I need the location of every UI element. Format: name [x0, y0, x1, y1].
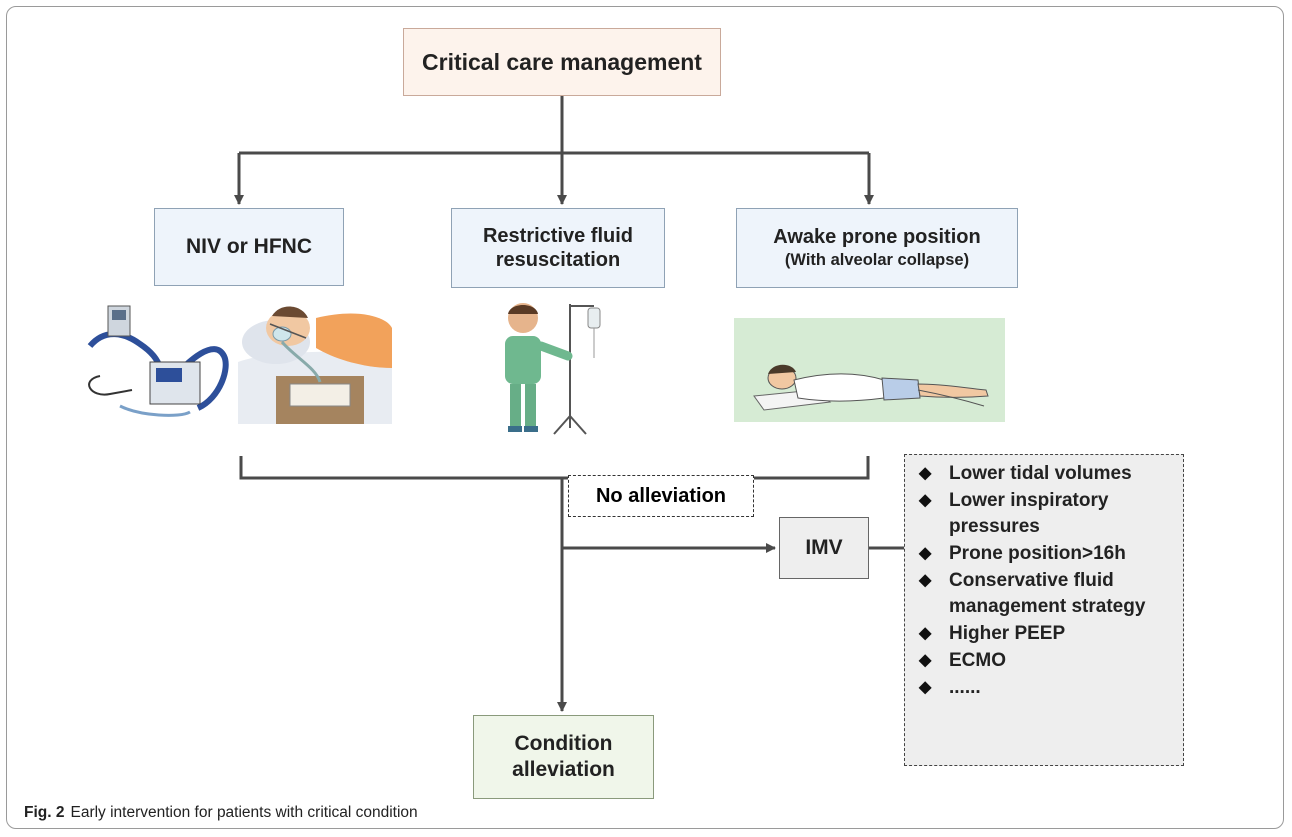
diamond-bullet-icon: ◆	[919, 679, 932, 696]
prone-position-box: Awake prone position (With alveolar coll…	[736, 208, 1018, 288]
list-item-text: Lower tidal volumes	[949, 463, 1132, 484]
figure-caption: Fig. 2 Early intervention for patients wi…	[24, 804, 418, 822]
niv-hfnc-box: NIV or HFNC	[154, 208, 344, 286]
caption-text: Early intervention for patients with cri…	[70, 804, 418, 821]
condition-alleviation-box: Condition alleviation	[473, 715, 654, 799]
diamond-bullet-icon: ◆	[919, 572, 932, 589]
imv-strategy-list: ◆ Lower tidal volumes ◆ Lower inspiratory …	[904, 454, 1184, 766]
no-alleviation-label: No alleviation	[568, 475, 754, 517]
diamond-bullet-icon: ◆	[919, 465, 932, 482]
prone-title: Awake prone position	[773, 226, 981, 249]
list-item: ◆ ECMO	[919, 648, 1183, 674]
iv-drip-person-illustration	[505, 303, 601, 435]
list-item-text: Prone position>16h	[949, 543, 1126, 564]
list-item-text: Conservative fluid management strategy	[949, 570, 1146, 617]
imv-box: IMV	[779, 517, 869, 579]
list-item-text: ECMO	[949, 650, 1006, 671]
list-item: ◆ Higher PEEP	[919, 621, 1183, 647]
list-item: ◆......	[919, 675, 1183, 701]
critical-care-box: Critical care management	[403, 28, 721, 96]
ventilator-device-illustration	[87, 305, 229, 417]
diamond-bullet-icon: ◆	[919, 652, 932, 669]
caption-label: Fig. 2	[24, 804, 65, 821]
merge-bracket	[239, 456, 870, 480]
patient-with-mask-illustration	[238, 306, 392, 424]
prone-subtitle: (With alveolar collapse)	[784, 251, 970, 270]
prone-patient-illustration	[734, 318, 1005, 422]
list-item: ◆ Prone position>16h	[919, 541, 1183, 567]
list-item: ◆ Lower inspiratory pressures	[919, 488, 1183, 540]
figure-frame	[6, 6, 1284, 829]
fluid-resuscitation-box: Restrictive fluid resuscitation	[451, 208, 665, 288]
list-item-text: ......	[949, 677, 981, 698]
list-item-text: Lower inspiratory pressures	[949, 490, 1109, 537]
diamond-bullet-icon: ◆	[919, 625, 932, 642]
list-item: ◆ Conservative fluid management strategy	[919, 568, 1183, 620]
list-item-text: Higher PEEP	[949, 623, 1066, 644]
list-item: ◆ Lower tidal volumes	[919, 461, 1183, 487]
diamond-bullet-icon: ◆	[919, 545, 932, 562]
diamond-bullet-icon: ◆	[919, 492, 932, 509]
